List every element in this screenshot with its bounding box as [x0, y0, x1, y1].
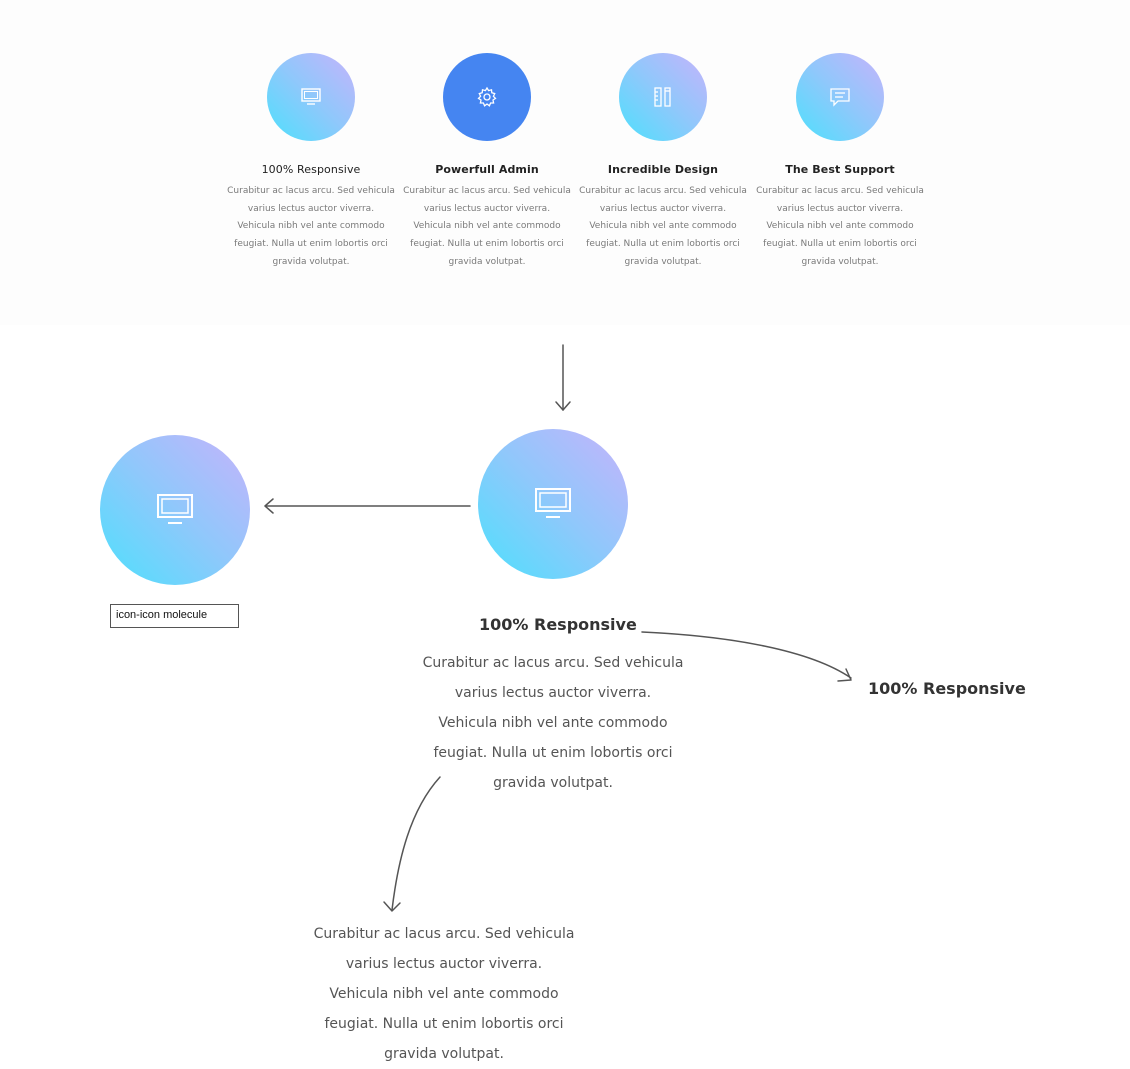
feature-icon-circle-large — [478, 429, 628, 579]
desc-line: Curabitur ac lacus arcu. Sed vehicula — [756, 186, 924, 196]
feature-icon-circle — [267, 53, 355, 141]
monitor-icon — [301, 88, 321, 105]
monitor-icon — [535, 488, 571, 518]
desc-line: Vehicula nibh vel ante commodo — [413, 221, 561, 232]
extracted-desc: Curabitur ac lacus arcu. Sed vehicula va… — [294, 919, 594, 1069]
desc-line: varius lectus auctor viverra. — [599, 203, 727, 214]
desc-line: Vehicula nibh vel ante commodo — [766, 221, 914, 232]
feature-icon-circle — [443, 53, 531, 141]
feature-card-support: The Best Support Curabitur ac lacus arcu… — [752, 53, 928, 272]
feature-icon-circle — [796, 53, 884, 141]
feature-icon-circle — [619, 53, 707, 141]
chat-bubble-icon — [830, 88, 850, 107]
gear-icon — [477, 86, 497, 107]
desc-line: Vehicula nibh vel ante commodo — [438, 715, 668, 731]
desc-line: feugiat. Nulla ut enim lobortis orci — [324, 1016, 564, 1032]
breakdown-title: 100% Responsive — [479, 615, 637, 634]
desc-line: gravida volutpat. — [493, 775, 613, 791]
desc-line: feugiat. Nulla ut enim lobortis orci — [234, 239, 388, 250]
desc-line: feugiat. Nulla ut enim lobortis orci — [586, 239, 740, 250]
breakdown-desc: Curabitur ac lacus arcu. Sed vehicula va… — [403, 648, 703, 798]
extracted-title: 100% Responsive — [868, 679, 1026, 698]
molecule-icon-circle — [100, 435, 250, 585]
desc-line: Curabitur ac lacus arcu. Sed vehicula — [403, 186, 571, 196]
feature-desc: Curabitur ac lacus arcu. Sed vehicula va… — [223, 183, 399, 272]
desc-line: varius lectus auctor viverra. — [776, 203, 904, 214]
desc-line: gravida volutpat. — [448, 256, 526, 267]
feature-desc: Curabitur ac lacus arcu. Sed vehicula va… — [399, 183, 575, 272]
arrowhead-curve-right — [837, 668, 852, 682]
feature-title: The Best Support — [785, 163, 895, 176]
desc-line: Curabitur ac lacus arcu. Sed vehicula — [579, 186, 747, 196]
desc-line: gravida volutpat. — [624, 256, 702, 267]
arrowhead-down — [555, 401, 571, 411]
desc-line: Vehicula nibh vel ante commodo — [329, 986, 559, 1002]
desc-line: gravida volutpat. — [801, 256, 879, 267]
feature-title: Incredible Design — [607, 163, 719, 176]
desc-line: varius lectus auctor viverra. — [454, 685, 652, 701]
arrow-curve-right — [641, 631, 852, 679]
feature-title: Powerfull Admin — [435, 163, 539, 176]
arrow-curve-down — [391, 776, 441, 911]
features-panel: 100% Responsive Curabitur ac lacus arcu.… — [0, 0, 1130, 325]
feature-card-responsive: 100% Responsive Curabitur ac lacus arcu.… — [223, 53, 399, 272]
desc-line: Vehicula nibh vel ante commodo — [589, 221, 737, 232]
desc-line: feugiat. Nulla ut enim lobortis orci — [433, 745, 673, 761]
desc-line: feugiat. Nulla ut enim lobortis orci — [763, 239, 917, 250]
desc-line: varius lectus auctor viverra. — [423, 203, 551, 214]
desc-line: gravida volutpat. — [384, 1046, 504, 1062]
ruler-pencil-icon — [654, 87, 671, 107]
monitor-icon — [157, 494, 193, 524]
molecule-label: icon-icon molecule — [110, 604, 239, 628]
feature-desc: Curabitur ac lacus arcu. Sed vehicula va… — [575, 183, 751, 272]
feature-card-design: Incredible Design Curabitur ac lacus arc… — [575, 53, 751, 272]
desc-line: varius lectus auctor viverra. — [247, 203, 375, 214]
feature-card-admin: Powerfull Admin Curabitur ac lacus arcu.… — [399, 53, 575, 272]
desc-line: Vehicula nibh vel ante commodo — [237, 221, 385, 232]
feature-desc: Curabitur ac lacus arcu. Sed vehicula va… — [752, 183, 928, 272]
feature-title: 100% Responsive — [261, 163, 361, 176]
desc-line: gravida volutpat. — [272, 256, 350, 267]
desc-line: Curabitur ac lacus arcu. Sed vehicula — [313, 926, 575, 942]
desc-line: Curabitur ac lacus arcu. Sed vehicula — [422, 655, 684, 671]
arrowhead-left — [264, 498, 274, 514]
arrowhead-curve-down — [383, 901, 401, 912]
desc-line: Curabitur ac lacus arcu. Sed vehicula — [227, 186, 395, 196]
desc-line: feugiat. Nulla ut enim lobortis orci — [410, 239, 564, 250]
desc-line: varius lectus auctor viverra. — [345, 956, 543, 972]
